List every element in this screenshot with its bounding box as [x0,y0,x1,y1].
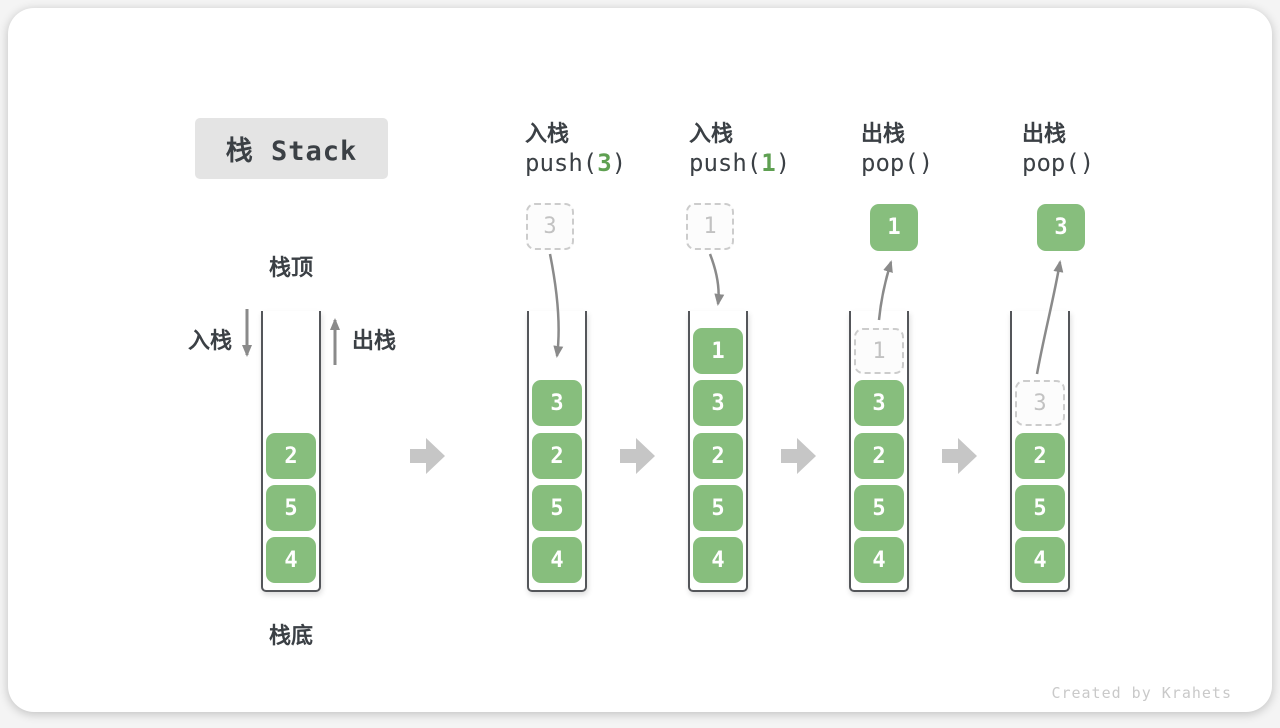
operation-label: 出栈 [1022,121,1067,146]
code-text: pop() [1022,149,1095,177]
arrows-overlay [242,253,1064,474]
diagram-card: 栈 Stack 栈顶 栈底 入栈 出栈 2 5 4 入栈 push(3) 3 3… [8,8,1272,712]
stack-top-label: 栈顶 [268,255,313,280]
operation-label: 入栈 [689,121,734,146]
stack-element: 2 [1015,433,1065,479]
stack-element: 4 [854,537,904,583]
code-text: push( [525,149,598,177]
operation-code: pop() [1022,149,1094,177]
stack-element: 2 [266,433,316,479]
flow-arrow-icon [781,438,816,474]
operation-code: push(1) [689,149,790,177]
stack-bottom-label: 栈底 [268,623,313,648]
stack-element: 1 [693,328,743,374]
operation-label: 出栈 [861,121,906,146]
popped-element: 1 [870,204,918,251]
stack-element-ghost: 1 [854,328,904,374]
code-arg: 1 [761,149,776,177]
stack-element: 2 [693,433,743,479]
code-text: pop() [861,149,934,177]
code-text: ) [611,149,627,177]
code-arg: 3 [597,149,612,177]
pop-direction-label: 出栈 [352,328,397,353]
stack-element: 5 [1015,485,1065,531]
operation-label: 入栈 [525,121,570,146]
flow-arrow-icon [410,438,445,474]
push-arrow-icon [708,253,725,306]
stack-element: 3 [693,380,743,426]
flow-arrow-icon [620,438,655,474]
push-direction-label: 入栈 [188,328,233,353]
stack-element: 2 [854,433,904,479]
stack-element: 4 [266,537,316,583]
flow-arrow-icon [942,438,977,474]
stack-element: 4 [532,537,582,583]
floating-element-ghost: 1 [686,203,734,250]
stack-element: 5 [532,485,582,531]
operation-code: push(3) [525,149,626,177]
code-text: push( [689,149,762,177]
diagram-title: 栈 Stack [195,118,388,179]
stack-element-ghost: 3 [1015,380,1065,426]
stack-element: 4 [1015,537,1065,583]
watermark: Created by Krahets [1051,684,1232,702]
operation-code: pop() [861,149,933,177]
stack-element: 5 [854,485,904,531]
popped-element: 3 [1037,204,1085,251]
stack-element: 4 [693,537,743,583]
stack-element: 3 [532,380,582,426]
code-text: ) [775,149,791,177]
floating-element-ghost: 3 [526,203,574,250]
stack-element: 2 [532,433,582,479]
stack-element: 5 [266,485,316,531]
stack-element: 5 [693,485,743,531]
stack-element: 3 [854,380,904,426]
